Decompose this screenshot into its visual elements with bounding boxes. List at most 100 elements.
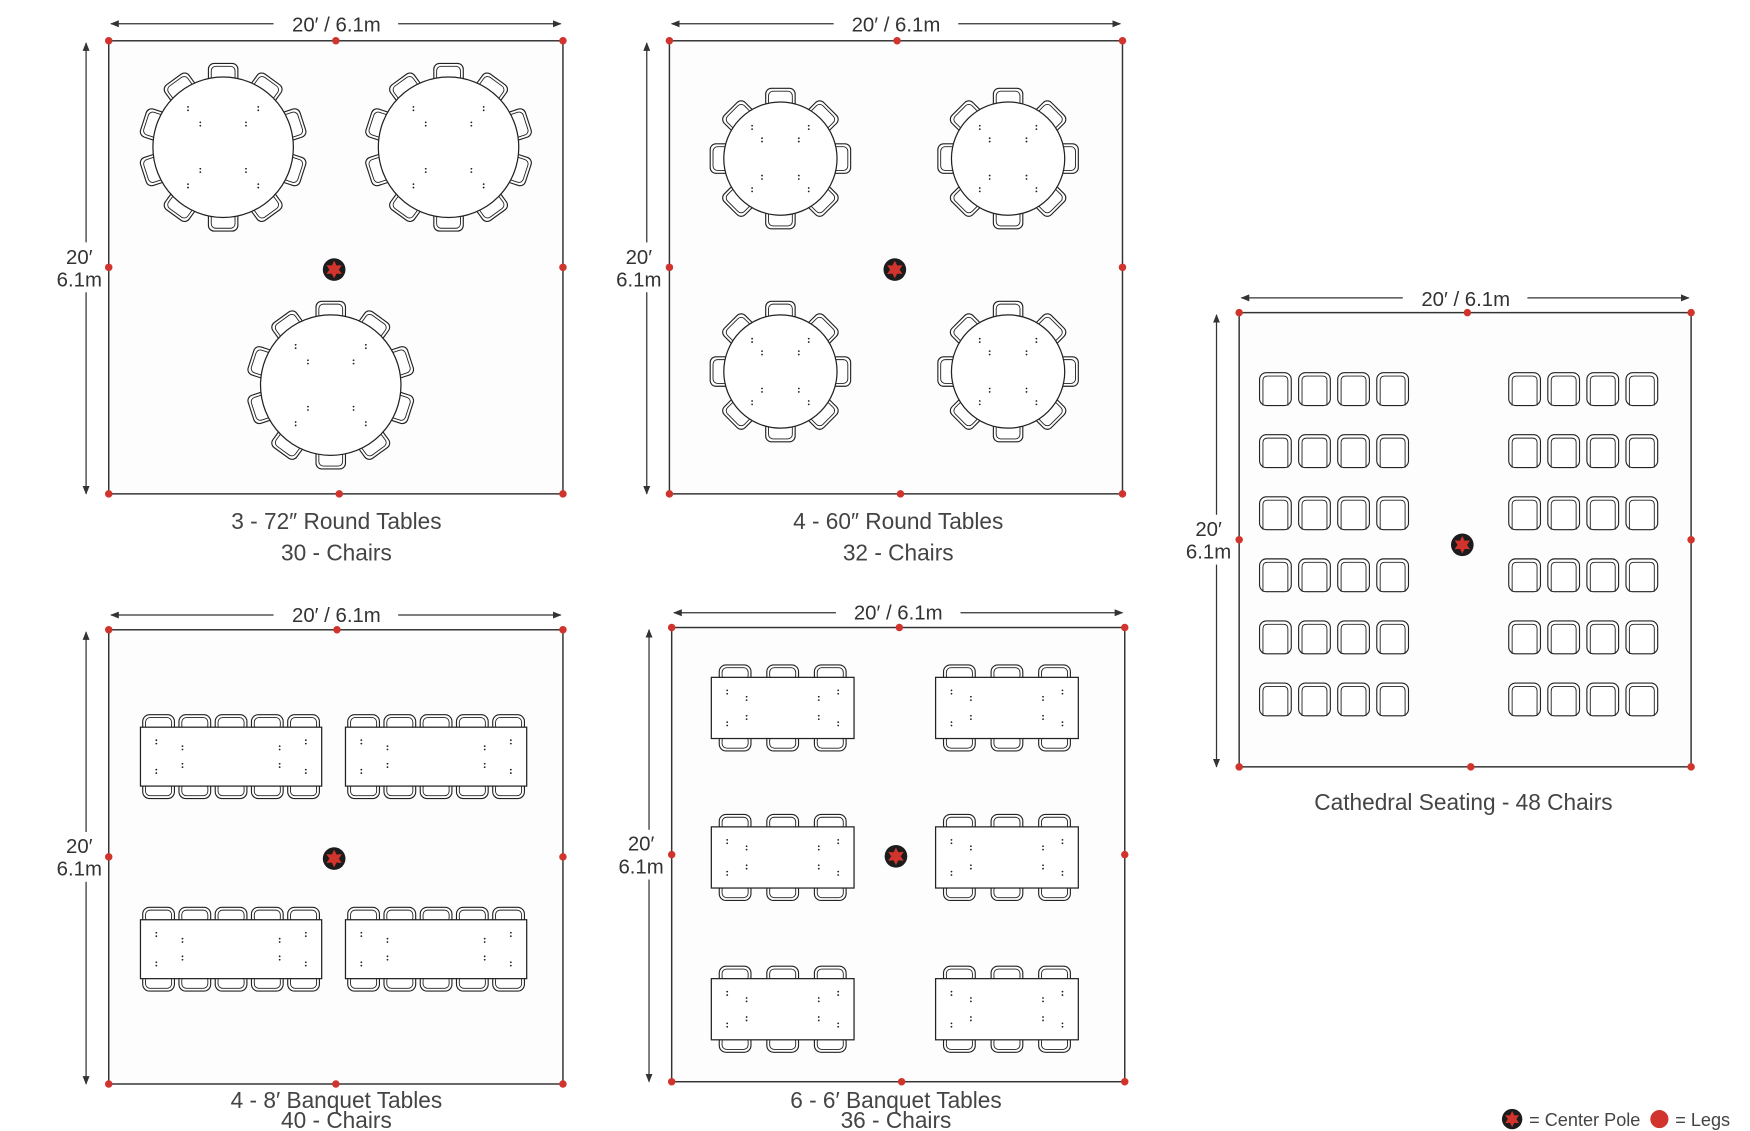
table-leg-dot: [483, 748, 486, 751]
table-leg-dot: [950, 842, 953, 845]
banquet-table-setting: [710, 965, 855, 1053]
table-leg-dot: [360, 961, 363, 964]
table-leg-dot: [761, 174, 763, 177]
center-pole-icon: [884, 844, 908, 868]
table-leg-dot: [1042, 1000, 1044, 1003]
table-leg-dot: [726, 990, 729, 993]
table-leg-dot: [1035, 400, 1038, 402]
chair: [1258, 372, 1292, 407]
table-leg-dot: [199, 171, 202, 174]
table-leg-dot: [245, 167, 247, 170]
chair: [1547, 620, 1581, 655]
chair: [1337, 620, 1370, 655]
table-leg-dot: [304, 768, 307, 771]
chair: [1337, 496, 1370, 531]
table-leg-dot: [978, 124, 981, 127]
banquet-table: [710, 978, 855, 1041]
round-table: [259, 314, 402, 456]
table-leg-dot: [1035, 403, 1038, 406]
legend: = Center Pole = Legs: [1501, 1108, 1730, 1130]
tent-leg-marker: [1235, 763, 1243, 771]
width-label: 20′ / 6.1m: [854, 603, 943, 625]
tent-leg-marker: [665, 263, 674, 272]
table-leg-dot: [304, 931, 307, 934]
table-leg-dot: [294, 343, 297, 346]
table-leg-dot: [386, 958, 389, 961]
table-leg-dot: [181, 748, 184, 751]
table-leg-dot: [360, 742, 363, 745]
tent-panel: [1213, 294, 1695, 771]
table-leg-dot: [1061, 838, 1064, 841]
chair: [1298, 434, 1331, 469]
banquet-table-setting: [934, 664, 1079, 752]
table-leg-dot: [199, 167, 202, 170]
table-leg-dot: [969, 867, 972, 870]
tent-leg-marker: [1235, 308, 1243, 317]
tent-leg-marker: [665, 37, 674, 45]
chair: [1547, 434, 1581, 469]
center-pole-icon: [322, 258, 346, 281]
table-leg-dot: [1042, 864, 1044, 867]
center-pole-icon: [883, 258, 907, 281]
chair: [1337, 372, 1370, 407]
table-leg-dot: [745, 699, 748, 702]
table-leg-dot: [978, 403, 981, 406]
table-leg-dot: [807, 124, 810, 127]
layout-subtitle: 32 - Chairs: [843, 540, 954, 566]
chair: [1376, 558, 1410, 593]
table-leg-dot: [257, 183, 260, 186]
table-leg-dot: [294, 347, 297, 350]
chair: [1298, 496, 1331, 531]
table-leg-dot: [424, 124, 427, 127]
width-label: 20′ / 6.1m: [292, 605, 381, 627]
banquet-table: [934, 676, 1079, 740]
table-leg-dot: [278, 766, 281, 769]
table-leg-dot: [187, 186, 189, 189]
table-leg-dot: [483, 955, 486, 958]
table-leg-dot: [304, 964, 307, 967]
table-leg-dot: [817, 845, 820, 848]
table-leg-dot: [1042, 997, 1044, 999]
chair: [1258, 434, 1292, 469]
table-leg-dot: [1025, 350, 1028, 353]
height-label-m: 6.1m: [57, 859, 102, 881]
table-leg-dot: [726, 838, 729, 841]
chair: [1625, 372, 1659, 407]
tent-leg-marker: [559, 263, 567, 272]
tent-panel: [645, 609, 1129, 1086]
table-leg-dot: [352, 362, 355, 365]
tent-leg-marker: [1121, 850, 1129, 859]
chair: [1258, 682, 1292, 717]
table-leg-dot: [304, 961, 307, 964]
height-label-ft: 20′: [66, 247, 93, 269]
table-leg-dot: [817, 1019, 820, 1022]
table-leg-dot: [807, 190, 810, 193]
tent-leg-marker: [893, 37, 901, 45]
table-leg-dot: [470, 121, 473, 124]
table-leg-dot: [412, 106, 415, 108]
table-leg-dot: [482, 109, 485, 112]
table-leg-dot: [187, 106, 189, 108]
tent-leg-marker: [1235, 535, 1243, 544]
chair: [1625, 682, 1659, 717]
table-leg-dot: [1061, 870, 1064, 873]
table-leg-dot: [807, 187, 810, 189]
tent-leg-marker: [1118, 263, 1127, 272]
table-leg-dot: [181, 955, 184, 958]
table-leg-dot: [257, 106, 260, 108]
table-leg-dot: [745, 714, 748, 717]
tent-leg-marker: [559, 1080, 567, 1088]
table-leg-dot: [257, 186, 260, 189]
table-leg-dot: [807, 128, 810, 131]
table-leg-dot: [307, 405, 309, 408]
table-leg-dot: [837, 842, 840, 845]
table-leg-dot: [386, 766, 389, 769]
table-leg-dot: [509, 739, 512, 742]
table-leg-dot: [817, 997, 820, 999]
table-leg-dot: [950, 721, 953, 723]
table-leg-dot: [352, 359, 355, 362]
table-leg-dot: [470, 171, 473, 174]
table-leg-dot: [745, 867, 748, 870]
table-leg-dot: [950, 724, 953, 727]
